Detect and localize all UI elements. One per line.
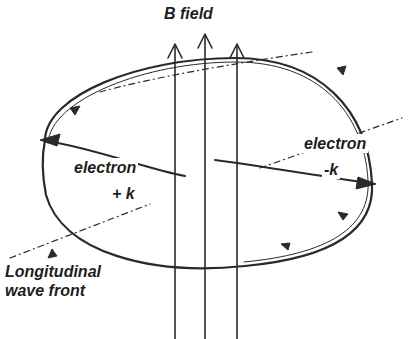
electron-path (215, 160, 369, 183)
wave-arrow (337, 66, 346, 75)
wave-front-label: Longitudinal wave front (3, 262, 115, 300)
wave-vector-label: -k (322, 160, 340, 179)
field-arrowhead (198, 34, 212, 48)
particle-label: electron (302, 134, 368, 153)
wave-arrow (338, 212, 348, 220)
field-line (204, 36, 206, 339)
field-label: B field (162, 4, 215, 23)
wave-front-loop (43, 58, 372, 268)
wave-arrow (281, 243, 290, 250)
electron-arrowhead (40, 134, 60, 146)
electron-arrowhead (356, 177, 376, 189)
electron-path (48, 141, 185, 176)
wave-front-sketch (48, 62, 368, 262)
field-line (236, 46, 238, 339)
wave-arrow (70, 106, 80, 115)
particle-label: electron (72, 158, 138, 177)
wave-arrow (48, 249, 57, 258)
field-arrowhead (168, 44, 182, 58)
field-line (174, 46, 176, 339)
dash-dot-axis (10, 118, 402, 258)
field-arrowhead (230, 44, 244, 58)
wave-vector-label: + k (110, 184, 137, 203)
